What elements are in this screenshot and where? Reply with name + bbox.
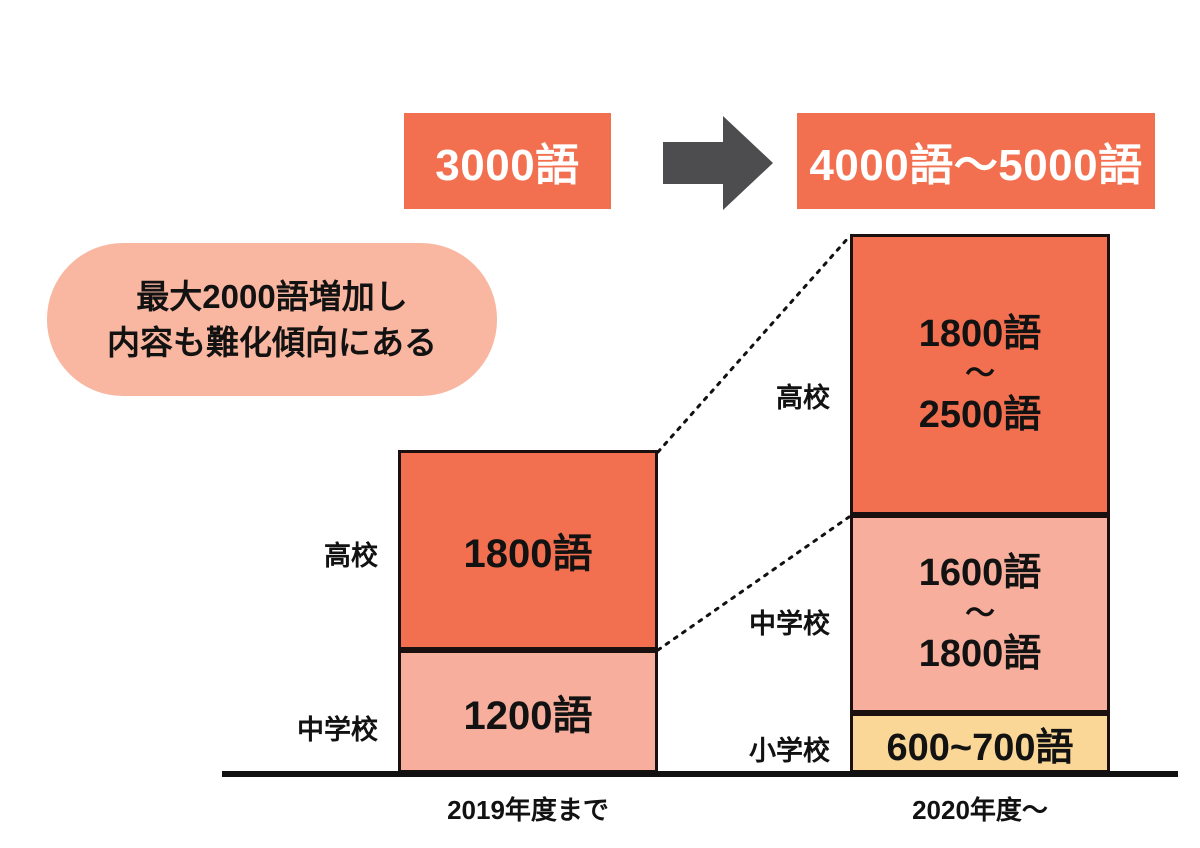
bar-value-right-high-school-high: 2500語 [918,393,1042,436]
bar-value-left-junior-high: 1200語 [463,693,593,738]
bar-segment-right-high-school: 1800語 ～ 2500語 [850,234,1110,515]
axis-label-right: 2020年度～ [912,795,1048,825]
bar-value-right-junior-high-tilde: ～ [965,596,995,630]
bar-segment-left-junior-high: 1200語 [398,650,658,773]
category-label-left-high-school: 高校 [324,541,378,571]
axis-label-left: 2019年度まで [447,795,609,825]
callout-bubble: 最大2000語増加し 内容も難化傾向にある [47,243,497,396]
category-label-right-high-school: 高校 [776,383,830,413]
callout-line-1: 最大2000語増加し [136,277,408,315]
bar-segment-right-junior-high: 1600語 ～ 1800語 [850,515,1110,713]
callout-line-2: 内容も難化傾向にある [107,323,437,361]
total-after-box: 4000語～5000語 [797,113,1155,209]
bar-value-left-high-school: 1800語 [463,532,593,576]
right-arrow-icon [663,114,773,212]
bar-value-right-junior-high-low: 1600語 [918,552,1042,595]
bar-value-right-high-school-tilde: ～ [965,357,995,391]
bar-value-right-elementary: 600~700語 [886,726,1074,769]
category-label-right-elementary: 小学校 [749,736,830,766]
bar-value-right-high-school-low: 1800語 [918,312,1042,355]
category-label-right-junior-high: 中学校 [749,609,830,639]
bar-segment-right-elementary: 600~700語 [850,713,1110,773]
category-label-left-junior-high: 中学校 [297,715,378,745]
total-before-box: 3000語 [404,113,611,209]
axis-baseline [222,771,1178,777]
bar-segment-left-high-school: 1800語 [398,450,658,650]
bar-value-right-junior-high-high: 1800語 [918,633,1042,676]
